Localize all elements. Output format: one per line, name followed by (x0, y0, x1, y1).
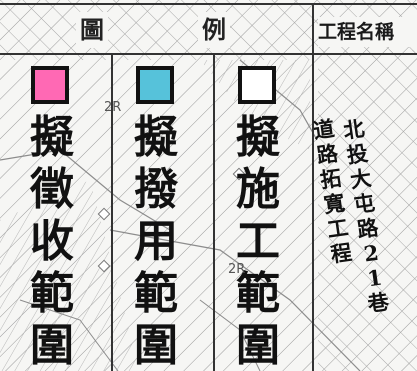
map-mark: 2R (104, 100, 122, 115)
project-name-header: 工程名稱 (318, 17, 417, 47)
swatch-appropriation (136, 66, 174, 104)
legend-title-char-1: 圖 (76, 12, 108, 48)
legend-label-appropriation: 擬撥用範圍 (134, 112, 178, 371)
map-mark: 2R (228, 262, 246, 277)
legend-title-char-2: 例 (198, 12, 230, 48)
legend-label-expropriation: 擬徵收範圍 (30, 112, 74, 371)
legend-label-construction: 擬施工範圍 (236, 112, 280, 371)
swatch-expropriation (31, 66, 69, 104)
swatch-construction (238, 66, 276, 104)
